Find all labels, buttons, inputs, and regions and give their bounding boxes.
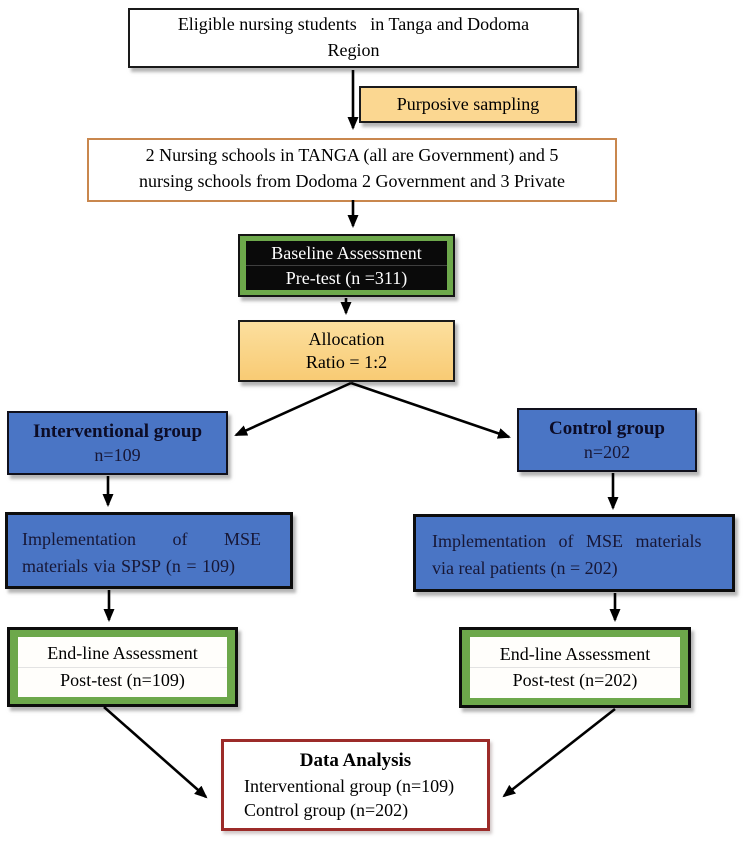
- baseline-assessment-box: Baseline Assessment Pre-test (n =311): [238, 234, 455, 297]
- eligible-students-box: Eligible nursing students in Tanga and D…: [128, 8, 579, 68]
- control-group-title: Control group: [549, 417, 665, 439]
- endline-left-title: End-line Assessment: [18, 642, 227, 668]
- data-analysis-interventional: Interventional group (n=109): [244, 775, 455, 796]
- purposive-sampling-box: Purposive sampling: [359, 86, 577, 123]
- endline-left-core: End-line Assessment Post-test (n=109): [18, 637, 227, 697]
- purposive-sampling-label: Purposive sampling: [396, 93, 540, 114]
- allocation-ratio: Ratio = 1:2: [305, 352, 388, 372]
- data-analysis-control: Control group (n=202): [244, 799, 409, 820]
- eligible-students-line2: Region: [327, 39, 380, 60]
- nursing-schools-line1: 2 Nursing schools in TANGA (all are Gove…: [145, 145, 559, 165]
- endline-left-posttest-count: Post-test (n=109): [60, 669, 185, 690]
- allocation-box: Allocation Ratio = 1:2: [238, 320, 455, 382]
- implementation-spsp-line1: Implementation of MSE: [22, 529, 261, 549]
- data-analysis-box: Data Analysis Interventional group (n=10…: [221, 739, 490, 831]
- endline-right-posttest-count: Post-test (n=202): [512, 670, 638, 690]
- control-group-count: n=202: [583, 441, 631, 462]
- arrow-endline-right-to-analysis: [502, 707, 616, 798]
- endline-right-title: End-line Assessment: [470, 643, 680, 668]
- arrow-allocation-to-control: [350, 381, 511, 439]
- data-analysis-title: Data Analysis: [299, 750, 412, 771]
- nursing-schools-line2: nursing schools from Dodoma 2 Government…: [139, 170, 565, 191]
- endline-assessment-left-box: End-line Assessment Post-test (n=109): [7, 627, 238, 707]
- implementation-spsp-line2: materials via SPSP (n = 109): [22, 556, 235, 576]
- endline-right-core: End-line Assessment Post-test (n=202): [470, 637, 680, 698]
- interventional-group-box: Interventional group n=109: [7, 411, 228, 475]
- baseline-assessment-core: Baseline Assessment Pre-test (n =311): [246, 241, 447, 290]
- implementation-spsp-box: Implementation of MSE materials via SPSP…: [5, 512, 293, 589]
- nursing-schools-box: 2 Nursing schools in TANGA (all are Gove…: [87, 138, 617, 202]
- interventional-group-title: Interventional group: [32, 420, 203, 442]
- implementation-real-patients-line1: Implementation of MSE materials: [432, 531, 702, 551]
- eligible-students-line1: Eligible nursing students in Tanga and D…: [177, 14, 530, 34]
- baseline-pretest-count: Pre-test (n =311): [285, 268, 408, 288]
- implementation-real-patients-box: Implementation of MSE materials via real…: [413, 514, 735, 592]
- implementation-real-patients-line2: via real patients (n = 202): [432, 558, 618, 578]
- endline-assessment-right-box: End-line Assessment Post-test (n=202): [459, 627, 691, 708]
- interventional-group-count: n=109: [94, 444, 141, 465]
- allocation-title: Allocation: [308, 328, 385, 349]
- control-group-box: Control group n=202: [517, 408, 697, 472]
- baseline-assessment-title: Baseline Assessment: [246, 242, 447, 266]
- arrow-endline-left-to-analysis: [103, 706, 208, 799]
- arrow-allocation-to-interventional: [234, 381, 352, 437]
